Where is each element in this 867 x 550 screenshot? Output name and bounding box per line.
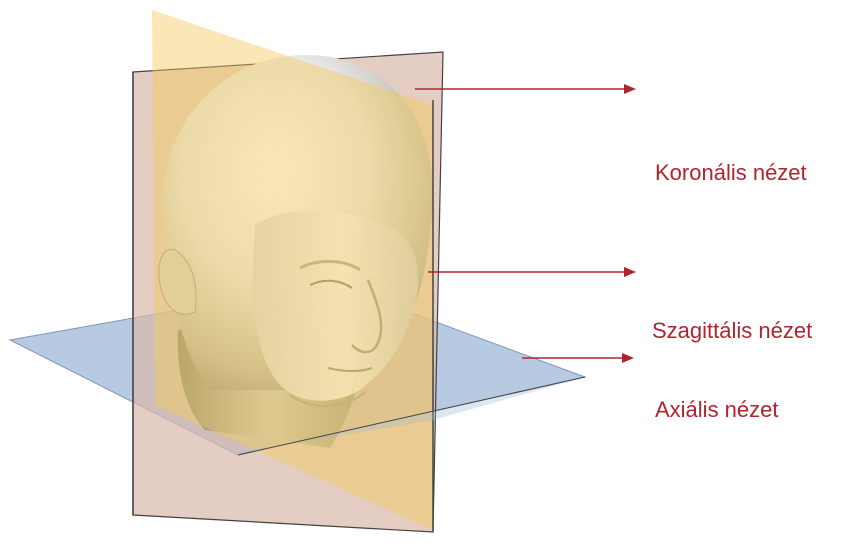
sagittal-view-label: Szagittális nézet: [652, 318, 812, 344]
arrow-sagittal: [428, 267, 636, 277]
coronal-view-label: Koronális nézet: [655, 160, 807, 186]
arrow-coronal: [415, 84, 636, 94]
axial-view-label: Axiális nézet: [655, 397, 779, 423]
